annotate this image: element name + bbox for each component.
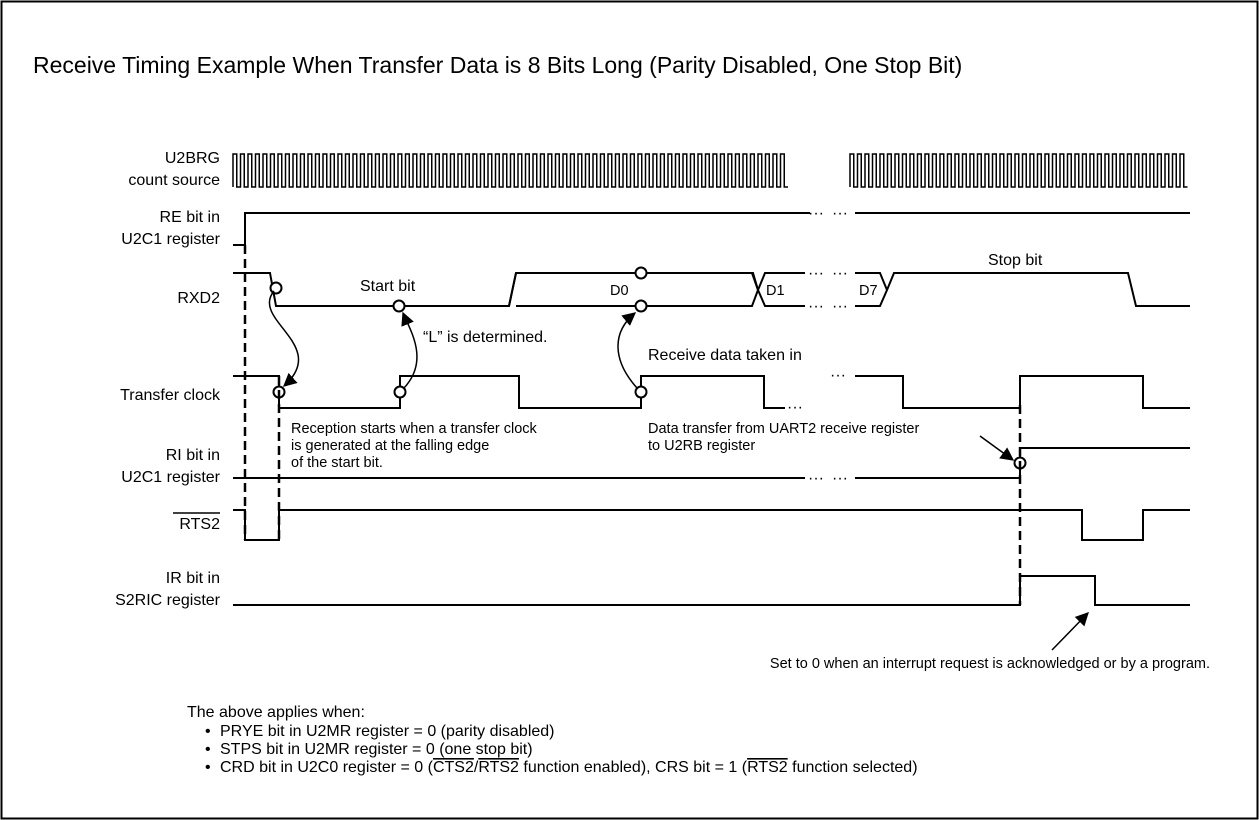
set-to-zero-note: Set to 0 when an interrupt request is ac… [770, 656, 1210, 672]
signal-labels: U2BRG count source RE bit in U2C1 regist… [115, 150, 221, 609]
ir-bit-waveform [233, 575, 1190, 606]
diagram-title: Receive Timing Example When Transfer Dat… [33, 52, 962, 78]
clock-rise-marker-1 [393, 385, 407, 399]
d7-label: D7 [859, 283, 878, 299]
rxd2-falling-edge-marker [269, 281, 283, 295]
condition-item-3: CRD bit in U2C0 register = 0 (CTS2/RTS2 … [220, 759, 918, 776]
transfer-clock-label: Transfer clock [120, 387, 221, 404]
svg-text:···: ··· [832, 265, 848, 282]
conditions-heading: The above applies when: [187, 704, 365, 721]
receive-data-note: Receive data taken in [648, 347, 802, 364]
re-bit-waveform: ··· ··· [233, 205, 1190, 246]
u2brg-label-2: count source [128, 172, 220, 189]
svg-text:···: ··· [808, 298, 824, 315]
start-bit-label: Start bit [360, 278, 416, 295]
data-transfer-note-2: to U2RB register [648, 438, 755, 454]
start-bit-sample-marker [392, 299, 406, 313]
rts2-label: RTS2 [179, 516, 220, 533]
reception-note-2: is generated at the falling edge [291, 438, 489, 454]
ri-bit-label-2: U2C1 register [121, 469, 220, 486]
re-break-right: ··· [832, 205, 848, 222]
d0-sample-marker-high [634, 266, 648, 280]
receive-data-curved-arrow [617, 312, 638, 389]
re-bit-label: RE bit in [160, 209, 220, 226]
rxd2-waveform: ··· ··· ··· ··· Start bit D0 D1 D7 Stop … [233, 252, 1190, 315]
u2brg-label: U2BRG [165, 150, 220, 167]
ri-bit-label: RI bit in [166, 447, 220, 464]
clock-rise-marker-2 [634, 385, 648, 399]
svg-text:···: ··· [830, 367, 846, 384]
stop-bit-label: Stop bit [988, 252, 1043, 269]
u2brg-count-source-waveform [232, 153, 1188, 188]
rxd2-label: RXD2 [177, 290, 220, 307]
condition-item-2: STPS bit in U2MR register = 0 (one stop … [220, 741, 533, 758]
data-transfer-note-1: Data transfer from UART2 receive registe… [648, 421, 919, 437]
re-bit-label-2: U2C1 register [121, 231, 220, 248]
conditions-block: The above applies when: • PRYE bit in U2… [187, 704, 918, 776]
condition-item-1: PRYE bit in U2MR register = 0 (parity di… [220, 723, 555, 740]
d0-sample-marker-low [634, 299, 648, 313]
annotations: “L” is determined. Receive data taken in… [291, 329, 1210, 672]
svg-text:···: ··· [832, 298, 848, 315]
set-to-zero-arrow [1051, 612, 1089, 651]
bullet-icon: • [205, 723, 211, 740]
l-determined-note: “L” is determined. [423, 329, 548, 346]
reception-note-1: Reception starts when a transfer clock [291, 421, 538, 437]
svg-text:···: ··· [808, 470, 824, 487]
transfer-clock-waveform: ··· ··· [233, 367, 1190, 416]
d1-label: D1 [766, 283, 785, 299]
bullet-icon: • [205, 759, 211, 776]
bullet-icon: • [205, 741, 211, 758]
ir-bit-label-2: S2RIC register [115, 592, 221, 609]
reception-start-curved-arrow [268, 290, 300, 387]
svg-text:···: ··· [808, 265, 824, 282]
data-transfer-arrow [979, 435, 1015, 461]
svg-text:···: ··· [832, 470, 848, 487]
re-break-left: ··· [808, 205, 824, 222]
svg-text:···: ··· [787, 399, 803, 416]
d0-label: D0 [610, 283, 629, 299]
l-determined-curved-arrow [401, 311, 418, 389]
reception-note-3: of the start bit. [291, 455, 383, 471]
ir-bit-label: IR bit in [166, 570, 220, 587]
